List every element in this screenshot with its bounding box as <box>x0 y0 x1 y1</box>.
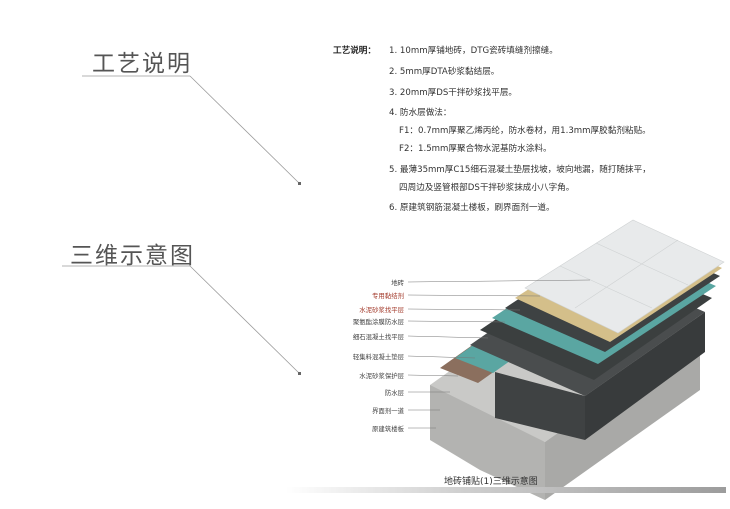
concrete-cushion-front <box>495 372 585 440</box>
layer-label-waterproof-coating: 聚氨酯涂膜防水层 <box>352 318 404 326</box>
tile-grout-3 <box>574 239 679 309</box>
slab-front <box>430 385 545 500</box>
layer-label-protect: 水泥砂浆保护层 <box>359 372 404 380</box>
spec-item-4: 4. 防水层做法： <box>389 108 452 118</box>
leader-protect <box>407 374 459 377</box>
leader-lines <box>407 279 591 429</box>
leader-mortar <box>407 308 521 311</box>
heading-process-description: 工艺说明 <box>92 51 192 77</box>
leader-fine-screed <box>407 335 489 339</box>
layer-label-adhesive: 专用黏结剂 <box>372 292 404 300</box>
diagram-caption: 地砖铺贴(1)三维示意图 <box>444 477 538 487</box>
spec-item-4-f2: F2：1.5mm厚聚合物水泥基防水涂料。 <box>399 144 552 154</box>
concrete-cushion-side <box>585 312 705 440</box>
spec-item-5-cont: 四周边及竖管根部DS干拌砂浆抹成小八字角。 <box>399 183 575 193</box>
leader-coating <box>407 320 506 323</box>
spec-item-1: 1. 10mm厚铺地砖，DTG瓷砖填缝剂擦缝。 <box>389 46 558 56</box>
layer-label-fine-screed: 细石混凝土找平层 <box>352 333 404 341</box>
leader-adhesive <box>407 294 541 297</box>
spec-label: 工艺说明： <box>333 46 376 56</box>
layer-label-concrete-cushion: 轻集料混凝土垫层 <box>352 353 404 361</box>
spec-item-4-f1: F1：0.7mm厚聚乙烯丙纶，防水卷材，用1.3mm厚胶黏剂粘贴。 <box>399 126 651 136</box>
spec-item-6: 6. 原建筑钢筋混凝土楼板，刷界面剂一道。 <box>389 203 555 213</box>
caption-gradient-bar <box>286 487 726 493</box>
layer-label-waterproof: 防水层 <box>384 389 404 397</box>
heading-3d-diagram: 三维示意图 <box>70 243 195 269</box>
tile-grout-1 <box>559 265 653 309</box>
spec-item-2: 2. 5mm厚DTA砂浆黏结层。 <box>389 67 500 77</box>
spec-item-3: 3. 20mm厚DS干拌砂浆找平层。 <box>389 88 518 98</box>
layer-label-mortar-screed: 水泥砂浆找平层 <box>359 306 404 314</box>
leader-cushion <box>407 355 476 359</box>
layer-label-interface: 界面剂一道 <box>372 407 404 415</box>
layer-label-slab: 原建筑楼板 <box>372 425 404 433</box>
leader-tile <box>407 279 591 283</box>
spec-item-5: 5. 最薄35mm厚C15细石混凝土垫层找坡，坡向地漏，随打随抹平， <box>389 165 651 175</box>
tile-layer <box>524 219 725 334</box>
layer-label-tile: 地砖 <box>391 279 404 287</box>
